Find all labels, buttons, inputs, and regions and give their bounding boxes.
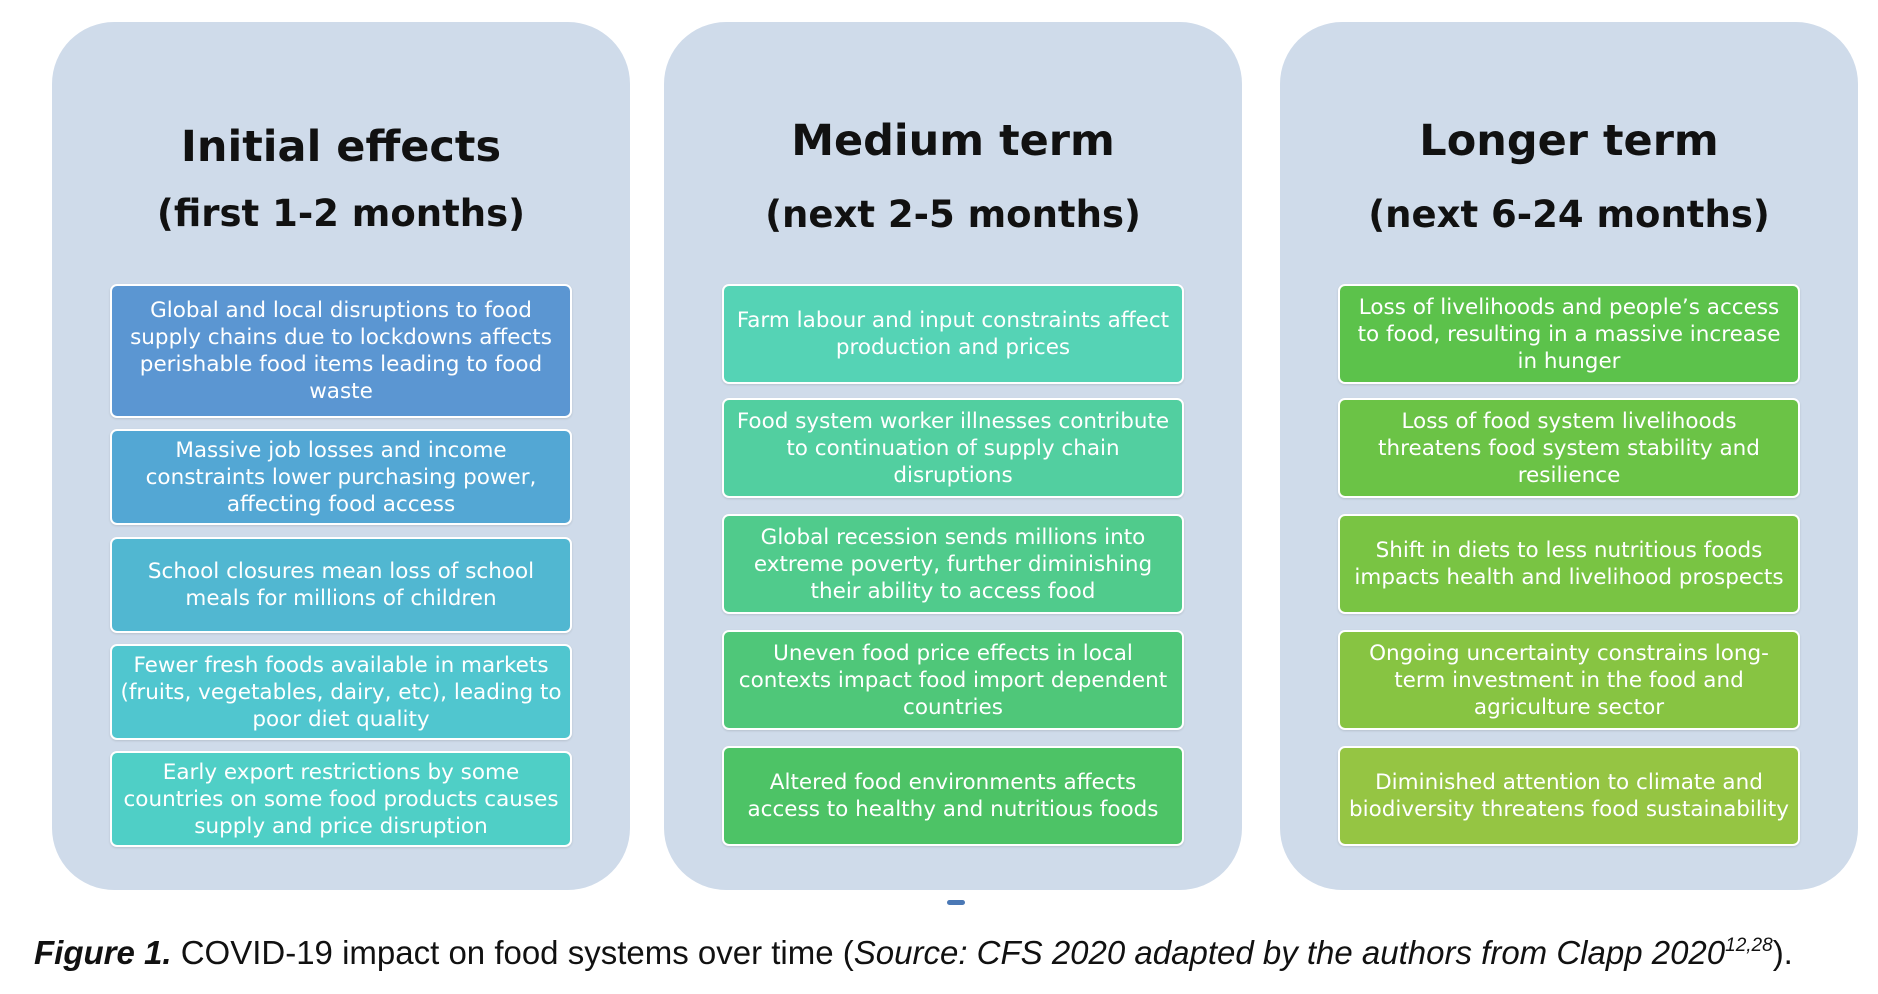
effect-box: Diminished attention to climate and biod… (1338, 746, 1800, 846)
figure-label: Figure 1. (34, 934, 172, 971)
effect-box: Global and local disruptions to food sup… (110, 284, 572, 418)
effect-box: Loss of livelihoods and people’s access … (1338, 284, 1800, 384)
caption-end: ). (1772, 934, 1793, 971)
caption-references: 12,28 (1725, 935, 1773, 956)
effect-box: Farm labour and input constraints affect… (722, 284, 1184, 384)
panel-subtitle: (first 1-2 months) (156, 192, 526, 235)
caption-source: Source: CFS 2020 adapted by the authors … (853, 934, 1726, 971)
panel-title: Medium term (791, 116, 1115, 166)
effect-box: Fewer fresh foods available in markets (… (110, 644, 572, 740)
effect-box: Early export restrictions by some countr… (110, 751, 572, 847)
decorative-dot (947, 900, 965, 905)
effect-box: Altered food environments affects access… (722, 746, 1184, 846)
effect-box: School closures mean loss of school meal… (110, 537, 572, 633)
caption-text: COVID-19 impact on food systems over tim… (171, 934, 854, 971)
panel-title: Longer term (1419, 116, 1719, 166)
effect-box: Shift in diets to less nutritious foods … (1338, 514, 1800, 614)
effect-box: Uneven food price effects in local conte… (722, 630, 1184, 730)
panel-title: Initial effects (180, 122, 502, 172)
panel-subtitle: (next 2-5 months) (765, 193, 1141, 236)
effect-box: Massive job losses and income constraint… (110, 429, 572, 525)
effect-box: Loss of food system livelihoods threaten… (1338, 398, 1800, 498)
panel-initial-effects: Initial effects (first 1-2 months) Globa… (52, 22, 630, 890)
panel-medium-term: Medium term (next 2-5 months) Farm labou… (664, 22, 1242, 890)
effect-box: Food system worker illnesses contribute … (722, 398, 1184, 498)
panel-subtitle: (next 6-24 months) (1368, 193, 1770, 236)
figure-caption: Figure 1. COVID-19 impact on food system… (34, 936, 1793, 969)
effect-box: Ongoing uncertainty constrains long-term… (1338, 630, 1800, 730)
effect-box: Global recession sends millions into ext… (722, 514, 1184, 614)
panel-longer-term: Longer term (next 6-24 months) Loss of l… (1280, 22, 1858, 890)
